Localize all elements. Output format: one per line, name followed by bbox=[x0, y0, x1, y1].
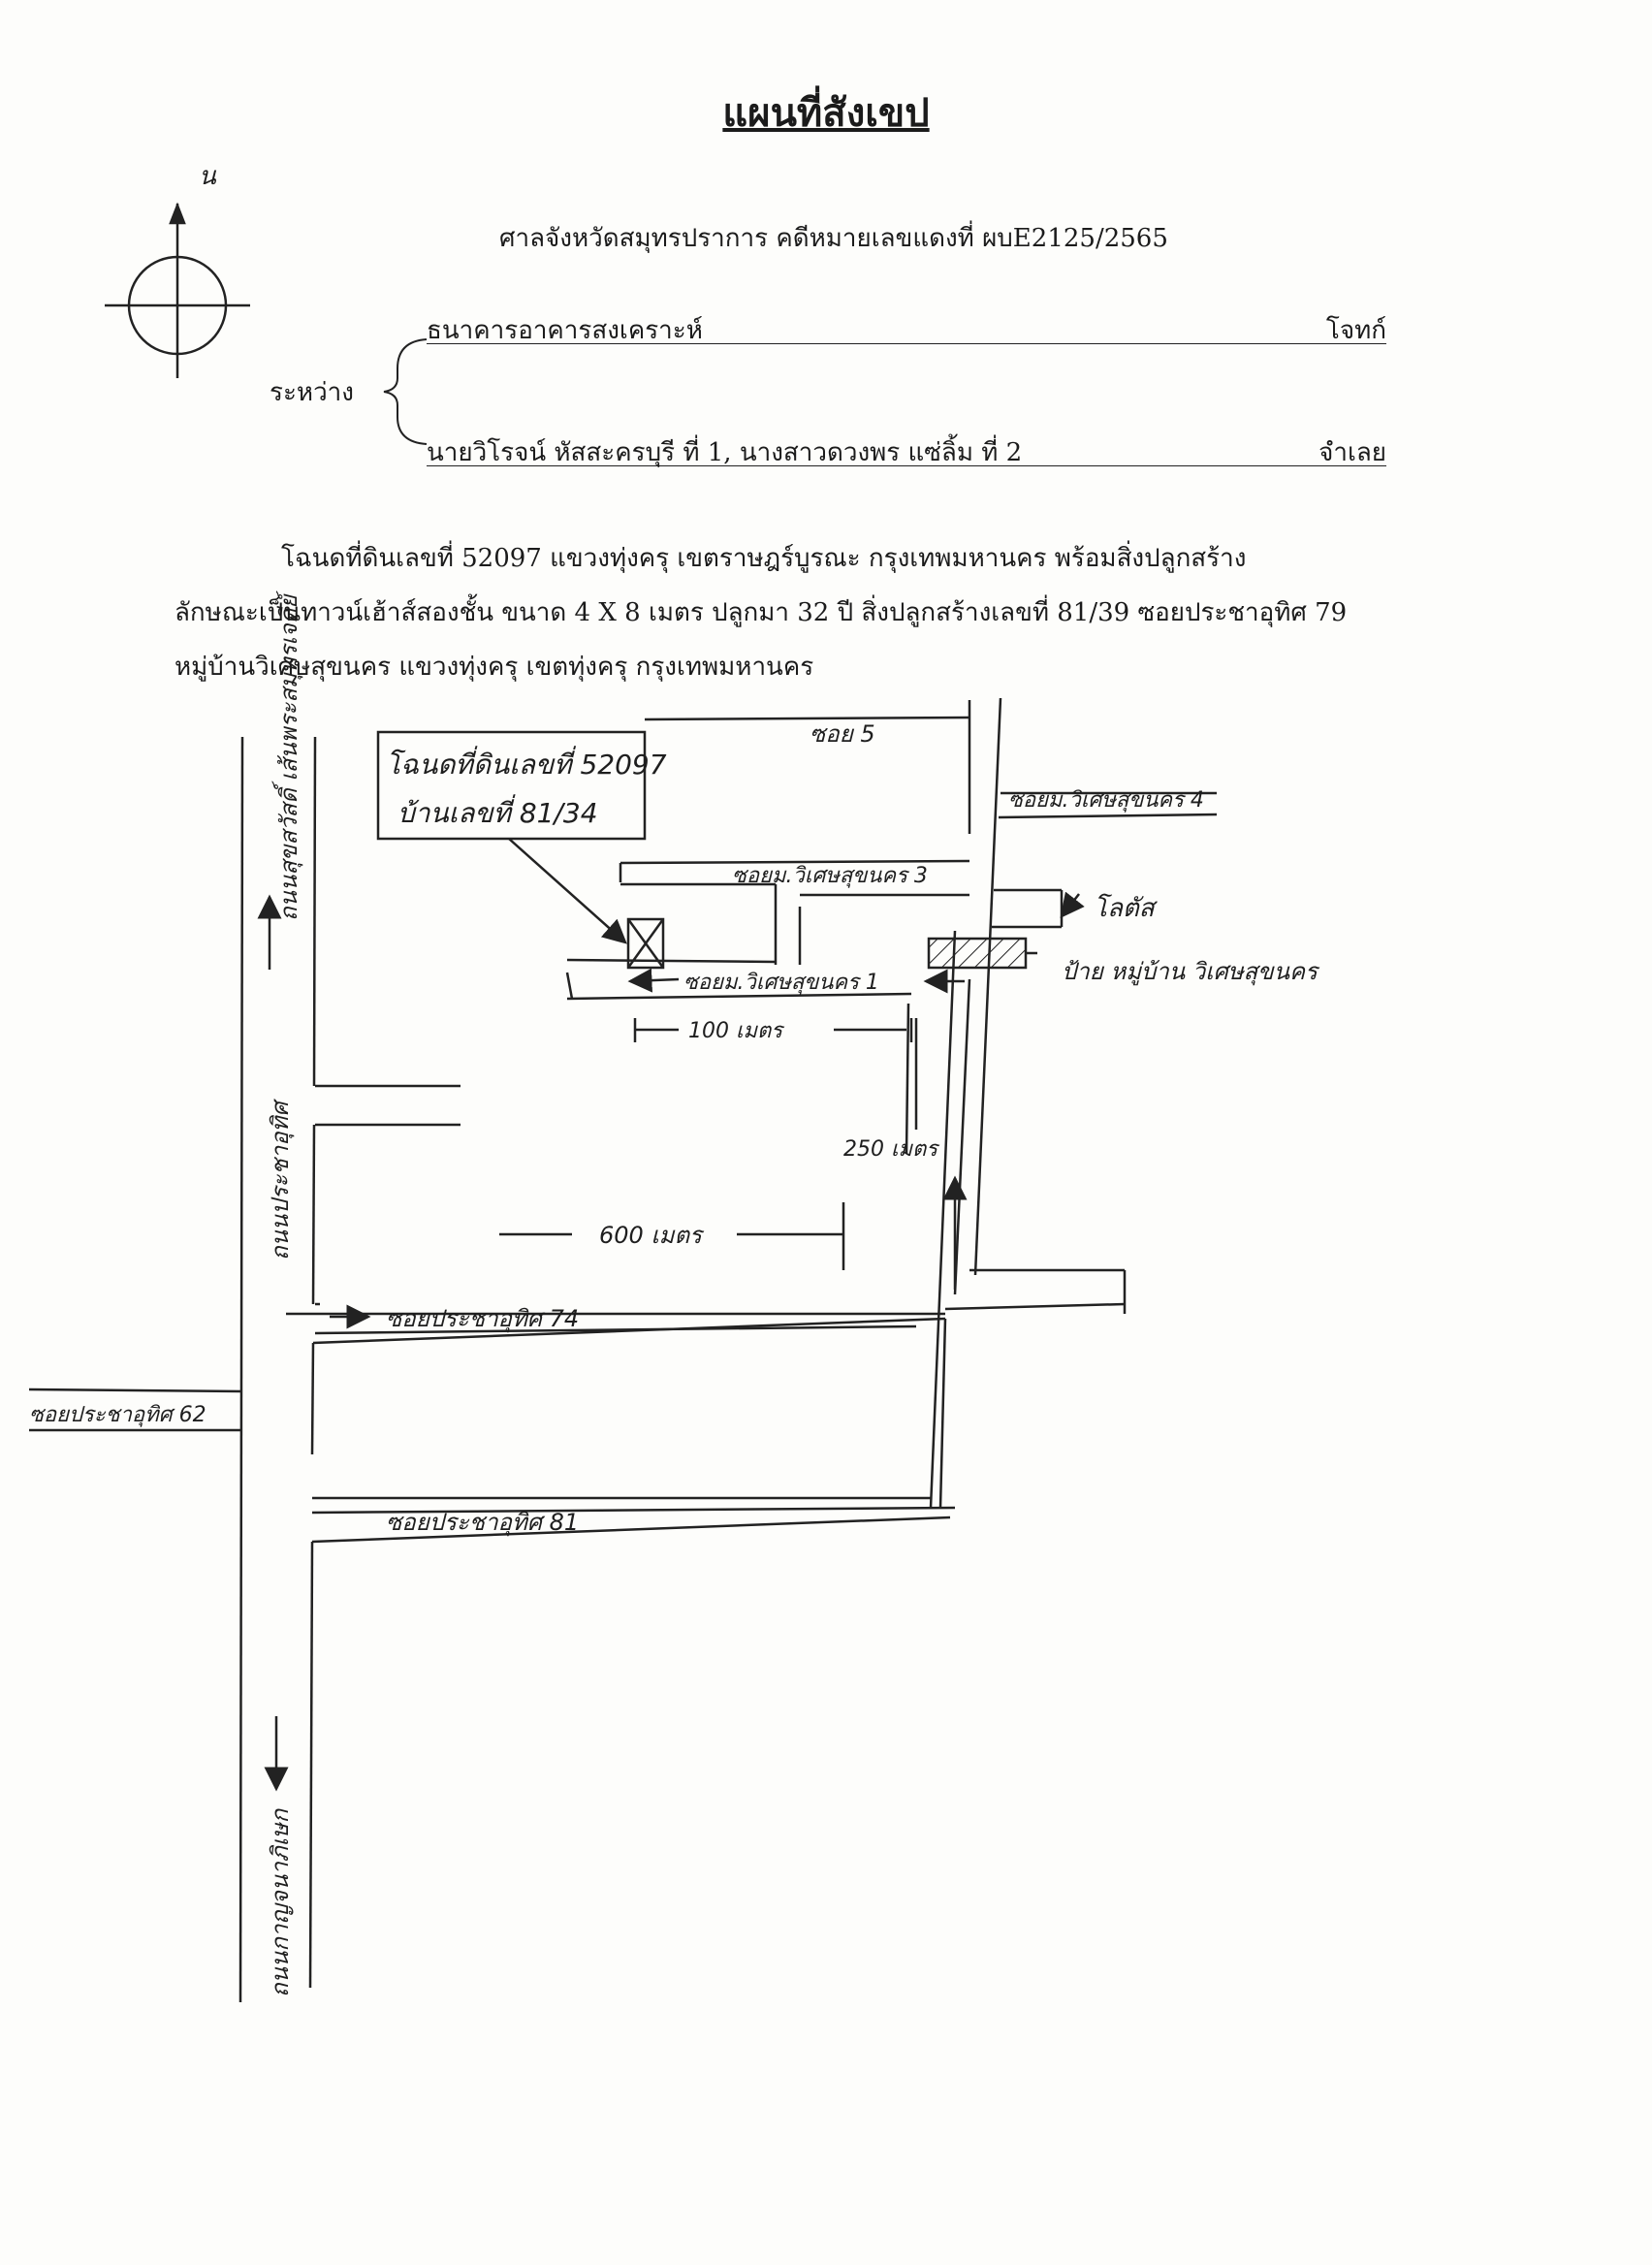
plaintiff-role: โจทก์ bbox=[1325, 316, 1386, 345]
label-road-pracha-uthit: ถนนประชาอุทิศ bbox=[267, 1099, 295, 1260]
arrow-lotus bbox=[1060, 891, 1085, 918]
label-soi-81: ซอยประชาอุทิศ 81 bbox=[386, 1509, 579, 1537]
label-soi-74: ซอยประชาอุทิศ 74 bbox=[386, 1305, 579, 1333]
plaintiff-name: ธนาคารอาคารสงเคราะห์ bbox=[427, 316, 703, 345]
label-distance-100: 100 เมตร bbox=[688, 1019, 785, 1043]
label-village-sign: ป้าย หมู่บ้าน วิเศษสุขนคร bbox=[1062, 958, 1320, 986]
page-title: แผนที่สังเขป bbox=[722, 90, 930, 136]
label-road-kanchanaphisek: ถนนกาญจนาภิเษก bbox=[267, 1807, 294, 1997]
description-line-1: โฉนดที่ดินเลขที่ 52097 แขวงทุ่งครุ เขตรา… bbox=[281, 544, 1247, 573]
court-case-line: ศาลจังหวัดสมุทรปราการ คดีหมายเลขแดงที่ ผ… bbox=[499, 224, 1168, 253]
property-marker bbox=[626, 917, 665, 970]
defendant-row: นายวิโรจน์ หัสสะครบุรี ที่ 1, นางสาวดวงพ… bbox=[427, 432, 1386, 467]
label-distance-250: 250 เมตร bbox=[843, 1137, 940, 1162]
description-line-2: ลักษณะเป็นทาวน์เฮ้าส์สองชั้น ขนาด 4 X 8 … bbox=[175, 598, 1348, 627]
plaintiff-row: ธนาคารอาคารสงเคราะห์ โจทก์ bbox=[427, 310, 1386, 345]
property-callout-box bbox=[376, 730, 647, 841]
description-line-3: หมู่บ้านวิเศษสุขนคร แขวงทุ่งครุ เขตทุ่งค… bbox=[175, 653, 814, 682]
defendant-role: จำเลย bbox=[1318, 438, 1386, 467]
between-label: ระหว่าง bbox=[270, 378, 354, 407]
label-lotus: โลตัส bbox=[1094, 893, 1159, 923]
callout-house: บ้านเลขที่ 81/34 bbox=[397, 794, 598, 829]
label-visetsuk-3: ซอยม.วิเศษสุขนคร 3 bbox=[732, 864, 928, 888]
road-network bbox=[28, 697, 1218, 2003]
label-soi-5: ซอย 5 bbox=[810, 720, 875, 748]
label-distance-600: 600 เมตร bbox=[599, 1222, 705, 1249]
village-sign-marker bbox=[927, 937, 1028, 970]
compass-icon bbox=[105, 202, 250, 378]
label-road-suksawat: ถนนสุขสวัสดิ์ เส้นพระสมุทรเจดีย์ bbox=[271, 590, 303, 921]
defendant-name: นายวิโรจน์ หัสสะครบุรี ที่ 1, นางสาวดวงพ… bbox=[427, 438, 1023, 467]
callout-arrow bbox=[508, 838, 627, 944]
label-visetsuk-4: ซอยม.วิเศษสุขนคร 4 bbox=[1008, 788, 1204, 813]
callout-deed: โฉนดที่ดินเลขที่ 52097 bbox=[386, 746, 667, 781]
label-visetsuk-1: ซอยม.วิเศษสุขนคร 1 bbox=[683, 971, 879, 995]
label-soi-62: ซอยประชาอุทิศ 62 bbox=[29, 1403, 206, 1427]
arrow-to-property bbox=[627, 968, 680, 993]
north-label: น bbox=[199, 162, 217, 191]
property-description: โฉนดที่ดินเลขที่ 52097 แขวงทุ่งครุ เขตรา… bbox=[175, 531, 1425, 694]
between-brace bbox=[383, 338, 428, 445]
